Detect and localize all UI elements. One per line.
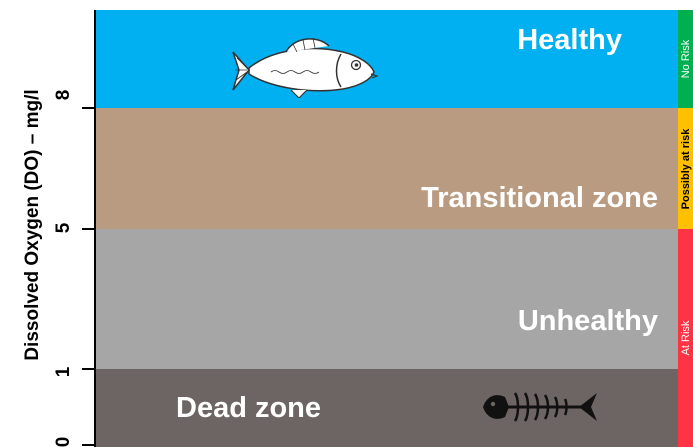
- risk-at-risk: At Risk: [678, 229, 693, 447]
- risk-label-no-risk: No Risk: [680, 40, 692, 79]
- tick-label-0: 0: [53, 437, 75, 447]
- tick-label-5: 5: [53, 223, 75, 234]
- risk-label-possibly: Possibly at risk: [680, 128, 692, 209]
- zone-transitional: Transitional zone: [96, 108, 678, 229]
- tick-label-8: 8: [53, 90, 75, 101]
- risk-label-at-risk: At Risk: [680, 321, 692, 356]
- zone-label-dead: Dead zone: [176, 392, 321, 425]
- fish-icon: [231, 32, 381, 98]
- risk-no-risk: No Risk: [678, 10, 693, 108]
- zone-label-healthy: Healthy: [517, 24, 622, 57]
- fish-skeleton-icon: [481, 389, 601, 425]
- zone-dead: Dead zone: [96, 369, 678, 447]
- risk-possibly: Possibly at risk: [678, 108, 693, 229]
- zone-healthy: Healthy: [96, 10, 678, 108]
- zone-unhealthy: Unhealthy: [96, 229, 678, 369]
- y-axis-title: Dissolved Oxygen (DO) – mg/l: [22, 89, 44, 360]
- zone-label-transitional: Transitional zone: [421, 182, 658, 215]
- zone-label-unhealthy: Unhealthy: [518, 305, 658, 338]
- tick-label-1: 1: [53, 367, 75, 378]
